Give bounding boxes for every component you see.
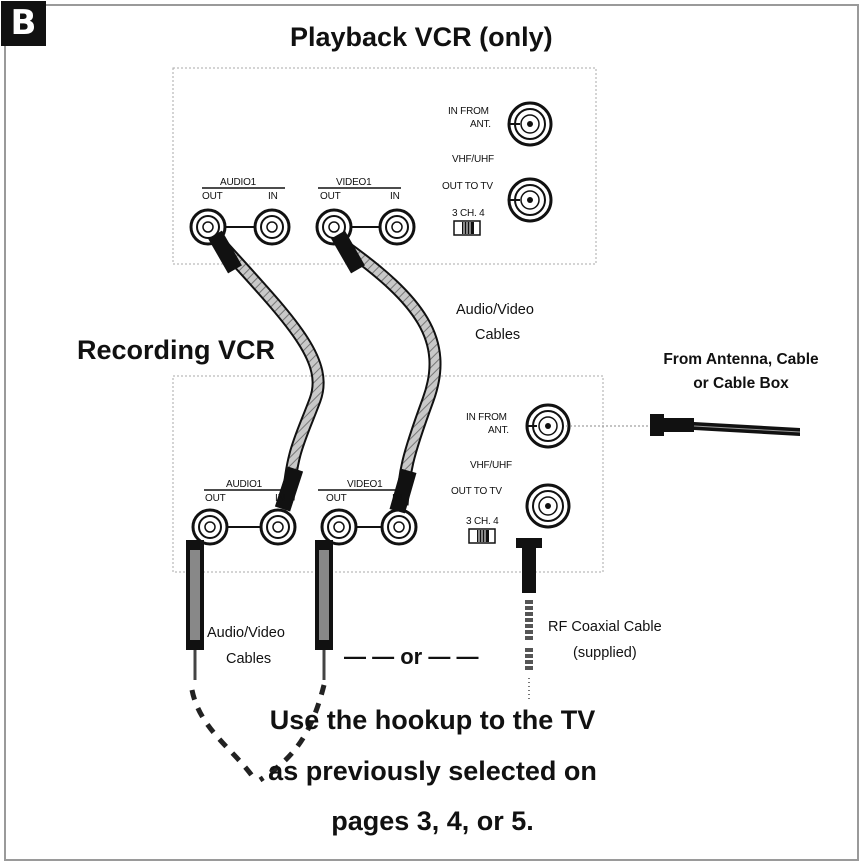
playback-out-to-tv-label: OUT TO TV: [442, 181, 493, 192]
av-cables-upper-label-1: Audio/Video: [456, 302, 534, 318]
recording-audio-out-label: OUT: [205, 493, 226, 504]
playback-vhf-uhf-label: VHF/UHF: [452, 154, 494, 165]
playback-in-from-label: IN FROM: [448, 106, 489, 117]
antenna-source-label-2: or Cable Box: [693, 375, 789, 392]
playback-video-out-label: OUT: [320, 191, 341, 202]
footer-line-3: pages 3, 4, or 5.: [331, 806, 534, 836]
recording-ant-label: ANT.: [488, 425, 509, 436]
rf-coax-label-2: (supplied): [573, 645, 637, 661]
rf-coax-cable: [516, 538, 542, 700]
antenna-source-label-1: From Antenna, Cable: [663, 351, 819, 368]
playback-jacks: [189, 101, 553, 246]
av-cables-upper-label-2: Cables: [475, 327, 521, 343]
antenna-cable: [566, 414, 801, 436]
recording-vhf-uhf-label: VHF/UHF: [470, 460, 512, 471]
av-cables-lower-label-1: Audio/Video: [207, 625, 285, 641]
recording-vcr-title: Recording VCR: [77, 335, 276, 365]
playback-vcr-title: Playback VCR (only): [290, 22, 553, 52]
footer-line-2: as previously selected on: [268, 756, 597, 786]
recording-audio-in-label: IN: [275, 493, 285, 504]
recording-ch-switch-label: 3 CH. 4: [466, 516, 499, 527]
diagram-frame: [4, 4, 859, 861]
recording-panel: [172, 375, 604, 573]
playback-video1-label: VIDEO1: [336, 177, 372, 188]
or-separator: — — or — —: [344, 644, 479, 669]
playback-panel: [172, 67, 597, 265]
recording-video-in-label: IN: [392, 493, 402, 504]
playback-audio-in-label: IN: [268, 191, 278, 202]
recording-video-out-label: OUT: [326, 493, 347, 504]
playback-video-in-label: IN: [390, 191, 400, 202]
recording-in-from-label: IN FROM: [466, 412, 507, 423]
playback-audio-out-label: OUT: [202, 191, 223, 202]
playback-audio1-label: AUDIO1: [220, 177, 257, 188]
recording-audio1-label: AUDIO1: [226, 479, 263, 490]
av-cables-lower-label-2: Cables: [226, 651, 272, 667]
footer-line-1: Use the hookup to the TV: [269, 705, 596, 735]
av-cables-down: [186, 540, 333, 783]
recording-video1-label: VIDEO1: [347, 479, 383, 490]
rf-coax-label-1: RF Coaxial Cable: [548, 619, 662, 635]
av-cables-between: [208, 230, 442, 514]
section-badge: B: [1, 1, 46, 46]
playback-ant-label: ANT.: [470, 119, 491, 130]
recording-out-to-tv-label: OUT TO TV: [451, 486, 502, 497]
playback-ch-switch-label: 3 CH. 4: [452, 208, 485, 219]
recording-jacks: [191, 403, 571, 546]
